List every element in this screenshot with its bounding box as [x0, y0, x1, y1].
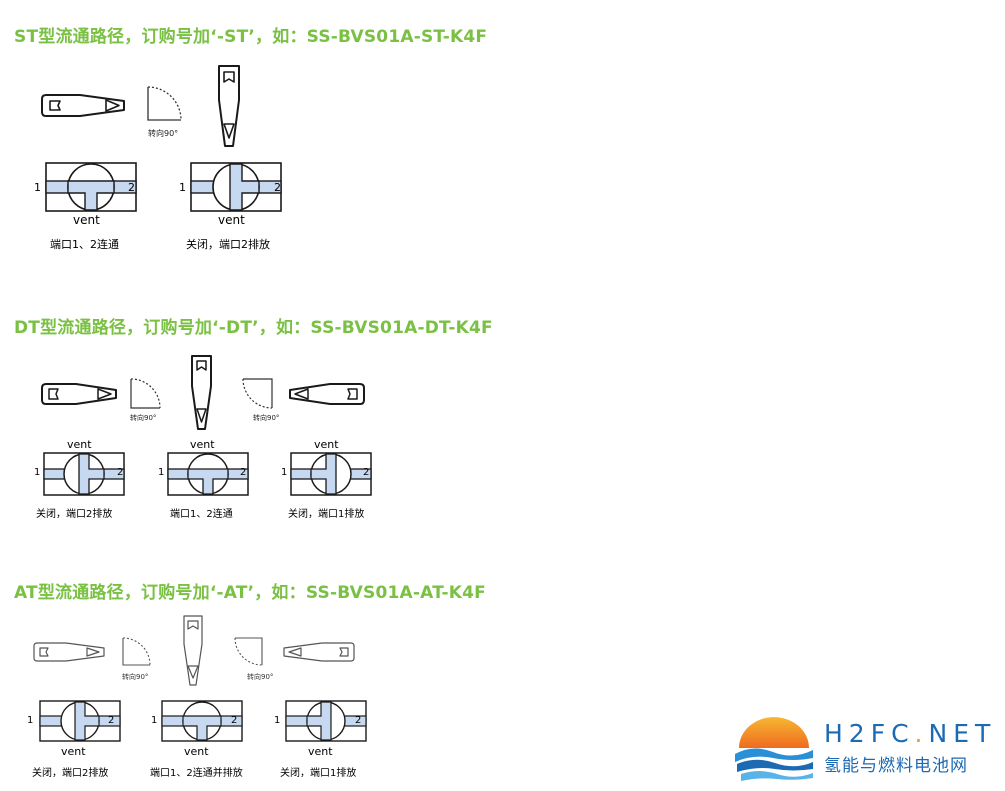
turn-90-arc-icon: [147, 86, 182, 121]
valve-caption: 端口1、2连通并排放: [150, 768, 243, 779]
handle-vertical-icon: [191, 355, 212, 430]
logo-site-name: H2FC.NET: [824, 719, 996, 748]
valve-caption: 关闭，端口2排放: [32, 768, 109, 779]
handle-horizontal-reversed-icon: [283, 642, 355, 662]
section-title-st: ST型流通路径，订购号加‘-ST’，如：SS-BVS01A-ST-K4F: [14, 27, 488, 47]
handle-vertical-icon: [218, 65, 240, 147]
vent-label: vent: [61, 745, 86, 758]
port-2-label: 2: [231, 715, 238, 726]
port-1-label: 1: [274, 715, 281, 726]
turn-90-arc-icon: [242, 378, 273, 409]
port-1-label: 1: [281, 467, 288, 478]
turn-label: 转向90°: [122, 673, 149, 681]
turn-label: 转向90°: [130, 414, 157, 422]
port-1-label: 1: [34, 181, 41, 194]
valve-caption: 端口1、2连通: [50, 238, 119, 251]
port-1-label: 1: [151, 715, 158, 726]
port-2-label: 2: [117, 467, 124, 478]
valve-caption: 关闭，端口1排放: [288, 509, 365, 520]
turn-label: 转向90°: [148, 129, 179, 138]
handle-horizontal-reversed-icon: [289, 383, 365, 405]
turn-90-arc-icon: [122, 637, 151, 666]
turn-label: 转向90°: [253, 414, 280, 422]
valve-diagram: [167, 452, 249, 496]
vent-label: vent: [190, 438, 215, 451]
port-1-label: 1: [27, 715, 34, 726]
valve-diagram: [161, 700, 243, 742]
turn-90-arc-icon: [234, 637, 263, 666]
port-1-label: 1: [158, 467, 165, 478]
valve-diagram: [39, 700, 121, 742]
valve-caption: 关闭，端口2排放: [186, 238, 270, 251]
vent-label: vent: [73, 213, 100, 227]
logo-text-dot: .: [914, 719, 929, 748]
port-2-label: 2: [108, 715, 115, 726]
handle-vertical-icon: [183, 615, 203, 686]
valve-caption: 关闭，端口2排放: [36, 509, 113, 520]
handle-horizontal-icon: [33, 642, 105, 662]
vent-label: vent: [184, 745, 209, 758]
port-1-label: 1: [34, 467, 41, 478]
vent-label: vent: [67, 438, 92, 451]
handle-horizontal-icon: [41, 383, 117, 405]
port-2-label: 2: [355, 715, 362, 726]
valve-diagram: [43, 452, 125, 496]
turn-label: 转向90°: [247, 673, 274, 681]
port-2-label: 2: [240, 467, 247, 478]
port-2-label: 2: [363, 467, 370, 478]
valve-caption: 关闭，端口1排放: [280, 768, 357, 779]
section-title-at: AT型流通路径，订购号加‘-AT’，如：SS-BVS01A-AT-K4F: [14, 583, 486, 603]
logo-text-net: NET: [928, 719, 997, 748]
section-title-dt: DT型流通路径，订购号加‘-DT’，如：SS-BVS01A-DT-K4F: [14, 318, 493, 338]
h2fc-logo-icon: [735, 717, 813, 781]
port-2-label: 2: [128, 181, 135, 194]
valve-diagram: [190, 162, 282, 212]
vent-label: vent: [314, 438, 339, 451]
vent-label: vent: [308, 745, 333, 758]
valve-caption: 端口1、2连通: [170, 509, 233, 520]
logo-subtitle: 氢能与燃料电池网: [824, 756, 968, 776]
handle-horizontal-icon: [41, 94, 125, 117]
logo-text-h2fc: H2FC: [824, 719, 915, 748]
vent-label: vent: [218, 213, 245, 227]
valve-diagram: [285, 700, 367, 742]
valve-diagram: [45, 162, 137, 212]
port-1-label: 1: [179, 181, 186, 194]
turn-90-arc-icon: [130, 378, 161, 409]
valve-diagram: [290, 452, 372, 496]
port-2-label: 2: [274, 181, 281, 194]
